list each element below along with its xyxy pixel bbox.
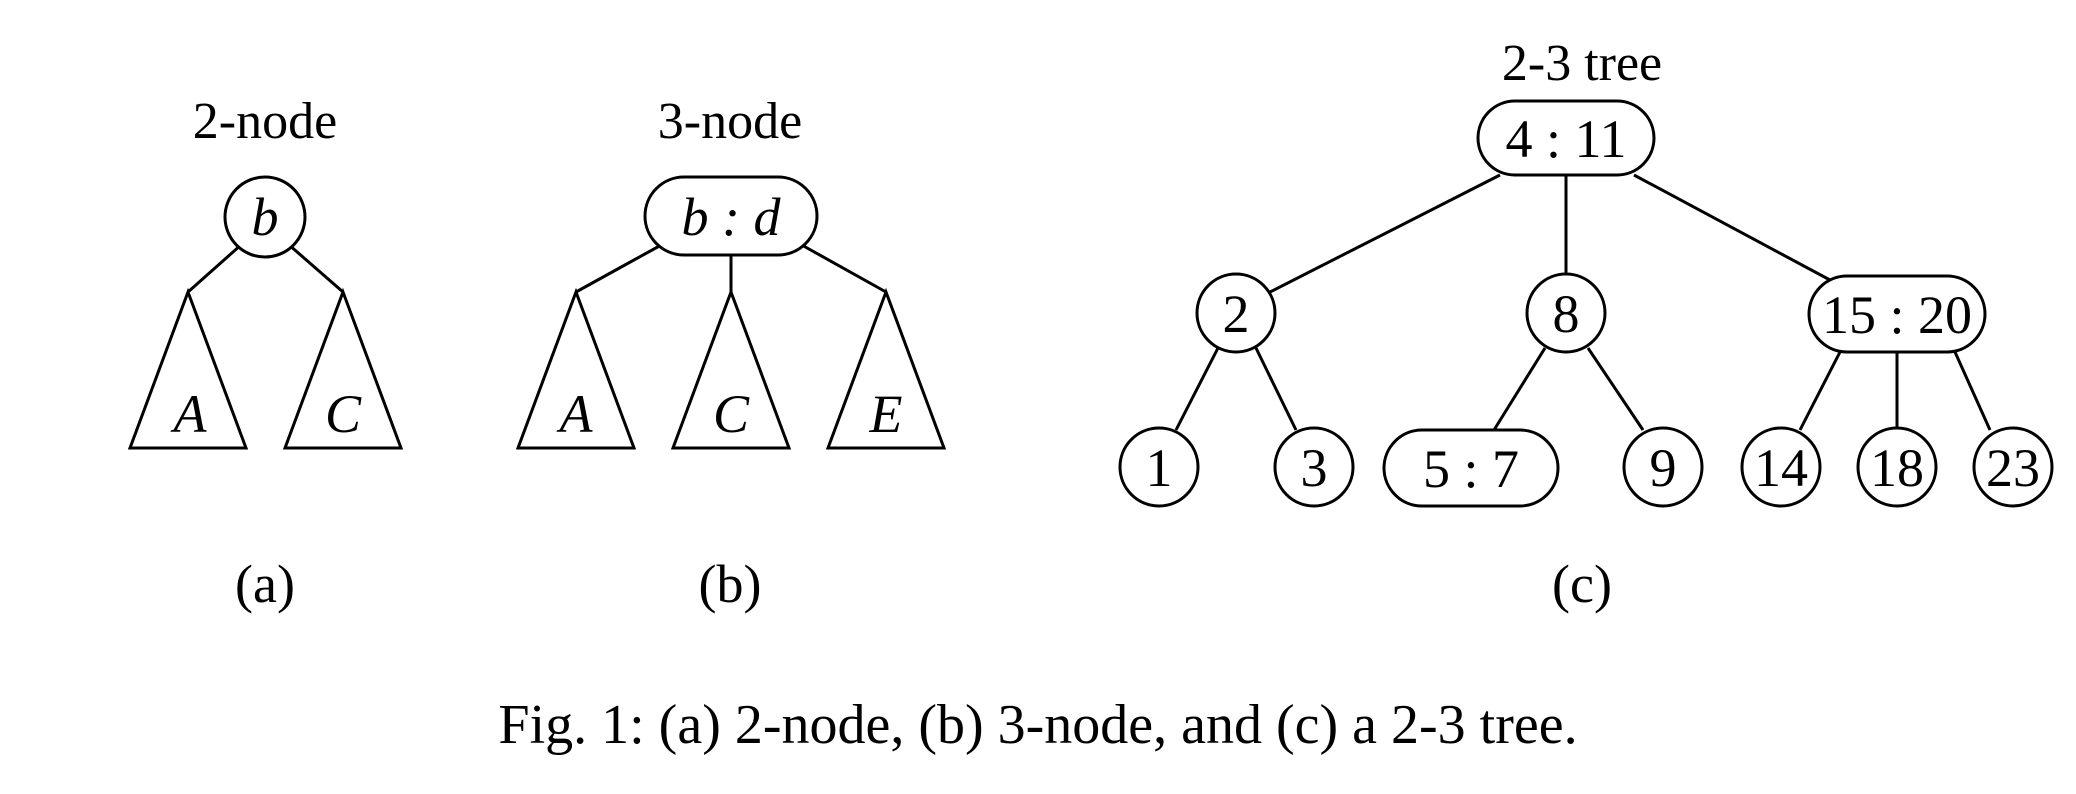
leaf-14 bbox=[1740, 426, 1822, 508]
leaf-9 bbox=[1622, 426, 1704, 508]
node-8 bbox=[1525, 272, 1607, 354]
leaf-18-key: 18 bbox=[1870, 438, 1924, 498]
edge-root-to-2 bbox=[1269, 173, 1501, 294]
subtree-b-middle bbox=[670, 287, 792, 450]
subtree-b-right bbox=[825, 287, 947, 450]
subtree-a-left bbox=[127, 287, 249, 450]
node-2node-b-key: b bbox=[252, 187, 279, 247]
edge-root-to-15-20 bbox=[1633, 173, 1831, 282]
figure-caption: Fig. 1: (a) 2-node, (b) 3-node, and (c) … bbox=[498, 694, 1577, 756]
edge-15-20-to-14 bbox=[1798, 351, 1842, 431]
edge-b-left bbox=[575, 242, 664, 294]
panel-b-label: (b) bbox=[699, 554, 762, 614]
edge-a-right bbox=[287, 242, 344, 294]
leaf-5-7 bbox=[1382, 428, 1560, 508]
edge-2-to-3 bbox=[1254, 347, 1298, 431]
subtree-a-right bbox=[282, 287, 404, 450]
node-8-key: 8 bbox=[1553, 284, 1580, 344]
leaf-3 bbox=[1273, 426, 1355, 508]
edge-b-right bbox=[799, 242, 887, 294]
leaf-23 bbox=[1972, 426, 2054, 508]
leaf-1-key: 1 bbox=[1146, 438, 1173, 498]
leaf-1 bbox=[1118, 426, 1200, 508]
node-3node-bd-keys: b : d bbox=[682, 187, 782, 247]
subtree-b-middle-label: C bbox=[713, 384, 750, 444]
node-15-20-keys: 15 : 20 bbox=[1822, 285, 1972, 345]
panel-c-title: 2-3 tree bbox=[1502, 35, 1662, 92]
panel-a: 2-node b A C (a) bbox=[127, 93, 404, 614]
node-2 bbox=[1195, 272, 1277, 354]
subtree-b-left-label: A bbox=[557, 384, 594, 444]
node-2-key: 2 bbox=[1223, 284, 1250, 344]
panel-b-title: 3-node bbox=[658, 93, 802, 150]
edge-a-left bbox=[187, 242, 243, 294]
panel-a-label: (a) bbox=[235, 554, 295, 614]
panel-b: 3-node b : d A C E (b) bbox=[515, 93, 947, 614]
subtree-b-right-label: E bbox=[869, 384, 903, 444]
leaf-5-7-keys: 5 : 7 bbox=[1423, 439, 1519, 499]
node-2node-b bbox=[223, 175, 307, 259]
subtree-a-left-label: A bbox=[171, 384, 208, 444]
edge-8-to-9 bbox=[1586, 347, 1645, 431]
edge-2-to-1 bbox=[1174, 347, 1220, 431]
subtree-b-left bbox=[515, 287, 637, 450]
panel-c-label: (c) bbox=[1552, 554, 1612, 614]
leaf-3-key: 3 bbox=[1301, 438, 1328, 498]
leaf-14-key: 14 bbox=[1754, 438, 1808, 498]
leaf-9-key: 9 bbox=[1650, 438, 1677, 498]
node-root bbox=[1476, 99, 1656, 177]
panel-c: 2-3 tree 4 : 11 2 8 15 : 20 1 3 5 : 7 9 bbox=[1118, 35, 2054, 614]
leaf-18 bbox=[1856, 426, 1938, 508]
node-root-keys: 4 : 11 bbox=[1506, 109, 1627, 169]
panel-a-title: 2-node bbox=[193, 93, 337, 150]
node-15-20 bbox=[1807, 274, 1987, 354]
edge-15-20-to-23 bbox=[1953, 351, 1992, 431]
leaf-23-key: 23 bbox=[1986, 438, 2040, 498]
edge-8-to-5-7 bbox=[1492, 347, 1547, 431]
node-3node-bd bbox=[643, 175, 819, 257]
subtree-a-right-label: C bbox=[325, 384, 362, 444]
